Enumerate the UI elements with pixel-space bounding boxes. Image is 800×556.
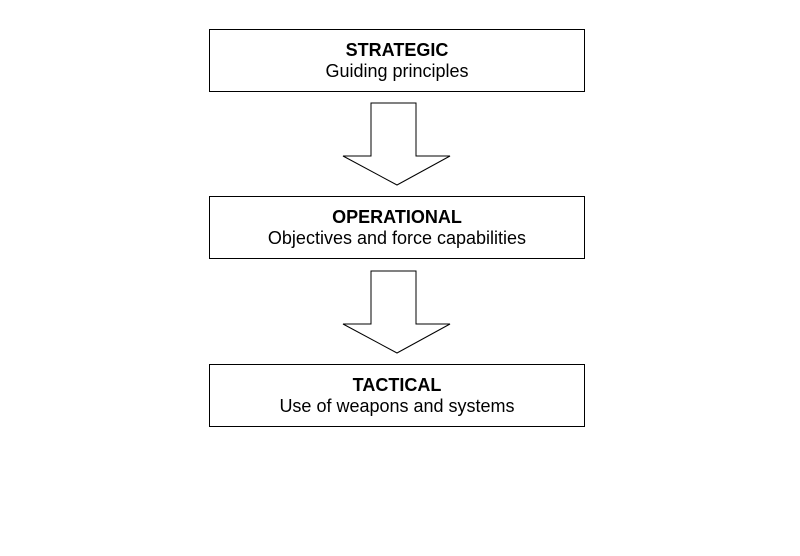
down-arrow	[342, 102, 451, 186]
box-title: TACTICAL	[352, 374, 442, 395]
box-title: STRATEGIC	[345, 39, 449, 60]
box-title: OPERATIONAL	[332, 206, 462, 227]
down-arrow	[342, 270, 451, 354]
box-subtitle: Objectives and force capabilities	[267, 227, 527, 248]
box-subtitle: Use of weapons and systems	[279, 395, 515, 416]
box-subtitle: Guiding principles	[325, 60, 469, 81]
